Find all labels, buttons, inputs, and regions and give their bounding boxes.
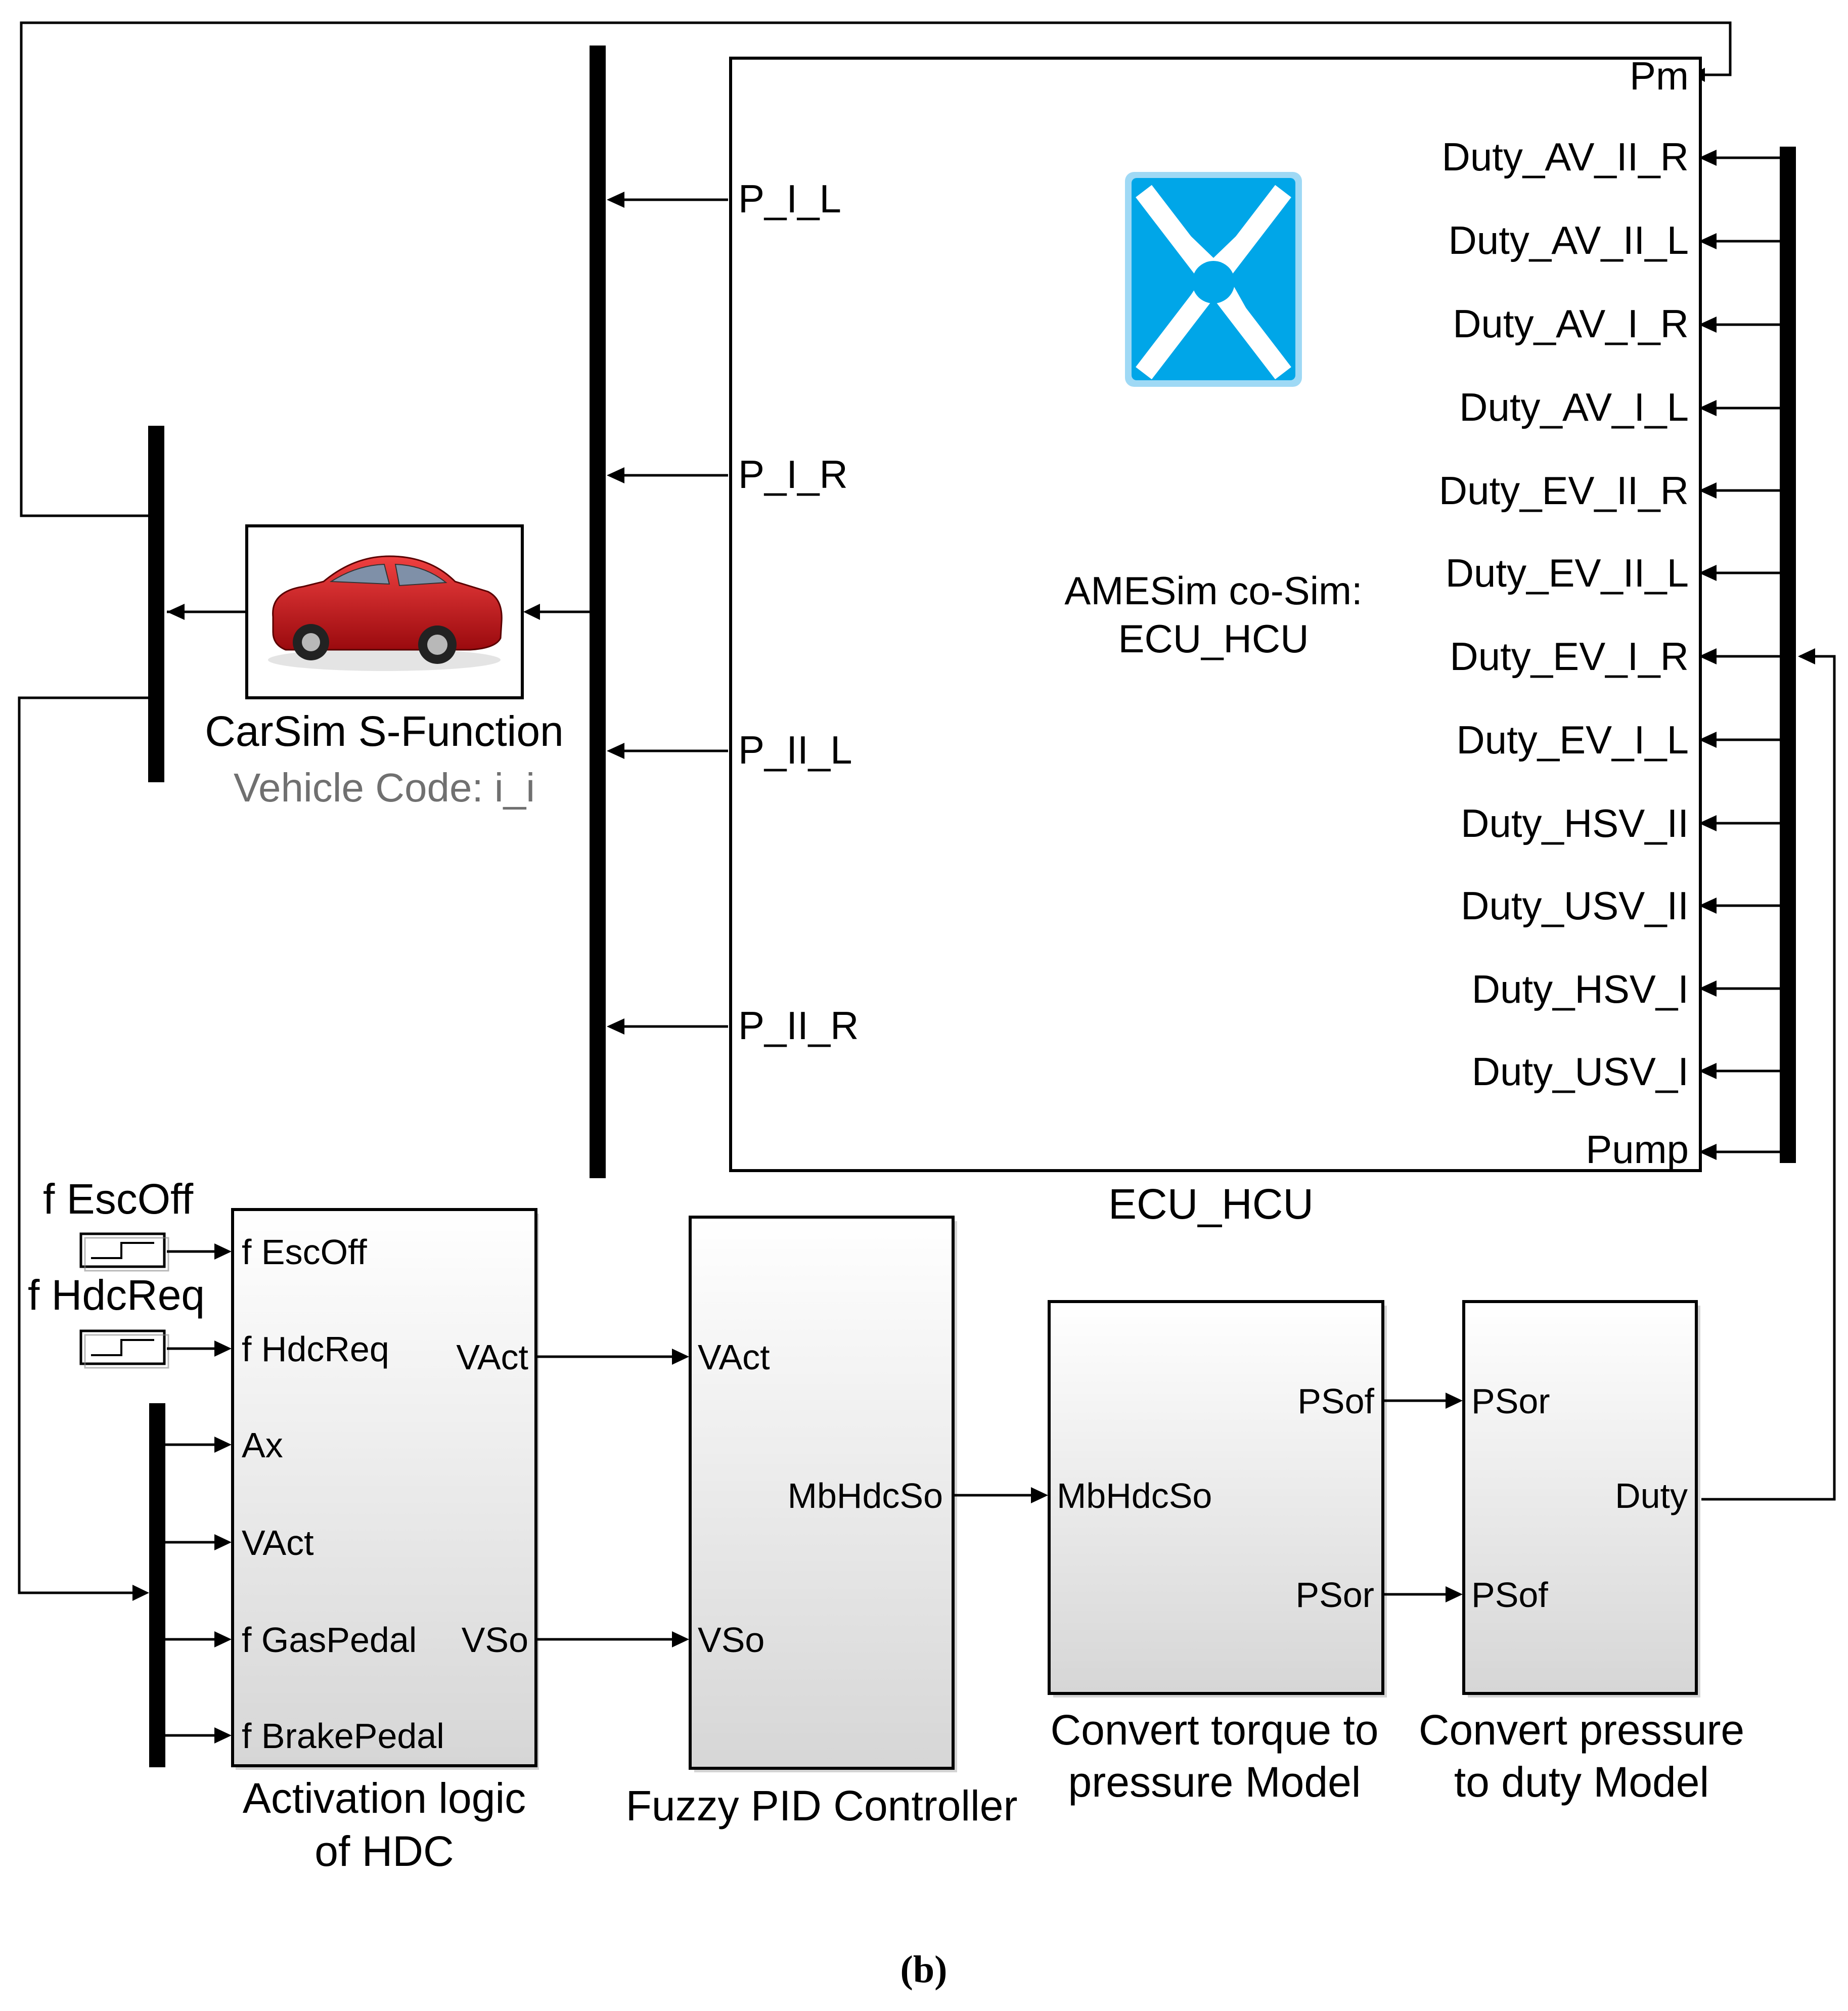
- step-icon: [91, 1339, 154, 1356]
- step-icon: [91, 1242, 154, 1259]
- torque-caption-2: pressure Model: [1068, 1758, 1361, 1806]
- ecu-in-duty-ev-ii-r: Duty_EV_II_R: [1439, 468, 1689, 513]
- ecu-in-duty-av-ii-l: Duty_AV_II_L: [1448, 218, 1689, 262]
- ecu-in-duty-av-ii-r: Duty_AV_II_R: [1442, 135, 1689, 179]
- duty-port-labels: PSor PSof Duty: [1471, 1381, 1688, 1615]
- arrow-duty-bus: [1798, 648, 1815, 664]
- wire-duty-to-bus: [1701, 655, 1836, 1501]
- ecu-in-pm: Pm: [1630, 54, 1689, 98]
- ecu-in-duty-usv-ii: Duty_USV_II: [1461, 883, 1689, 928]
- ecu-center-label-1: AMESim co-Sim:: [1064, 568, 1362, 613]
- ecu-in-duty-av-i-r: Duty_AV_I_R: [1453, 301, 1689, 346]
- wire-bus-to-activation: [18, 696, 154, 1594]
- carsim-vehicle-code: Vehicle Code: i_i: [234, 765, 535, 810]
- ecu-in-duty-ev-i-r: Duty_EV_I_R: [1450, 634, 1689, 679]
- fuzzy-out-mbhdcso: MbHdcSo: [788, 1476, 943, 1515]
- pressure-to-duty-block[interactable]: [1462, 1300, 1700, 1697]
- duty-bus-bar: [1780, 147, 1796, 1163]
- activation-logic-block[interactable]: [231, 1208, 539, 1770]
- activation-caption-2: of HDC: [314, 1827, 454, 1875]
- duty-in-psof: PSof: [1471, 1575, 1548, 1615]
- ecu-out-p-ii-r: P_II_R: [738, 1003, 859, 1048]
- ecu-in-duty-ev-ii-l: Duty_EV_II_L: [1446, 551, 1689, 595]
- act-in-vact: VAct: [242, 1523, 314, 1562]
- activation-port-labels: f EscOff f HdcReq Ax VAct f GasPedal f B…: [242, 1232, 528, 1756]
- ecu-caption: ECU_HCU: [1108, 1180, 1314, 1228]
- carsim-block[interactable]: [245, 524, 524, 699]
- act-out-vact: VAct: [456, 1337, 528, 1377]
- ecu-in-duty-ev-i-l: Duty_EV_I_L: [1456, 718, 1689, 762]
- ecu-out-p-i-l: P_I_L: [738, 176, 841, 221]
- activation-bus-wires: [165, 1437, 232, 1744]
- ecu-out-p-i-r: P_I_R: [738, 452, 848, 497]
- fuzzy-pid-block[interactable]: [689, 1216, 957, 1772]
- duty-out-duty: Duty: [1615, 1476, 1688, 1515]
- ecu-in-duty-usv-i: Duty_USV_I: [1472, 1049, 1689, 1094]
- duty-in-psor: PSor: [1471, 1381, 1550, 1421]
- torque-out-psor: PSor: [1295, 1575, 1374, 1615]
- step-label-hdcreq: f HdcReq: [28, 1271, 205, 1319]
- wire-pm-feedback: [20, 21, 1732, 517]
- fuzzy-in-vso: VSo: [698, 1620, 764, 1660]
- torque-in-mbhdcso: MbHdcSo: [1057, 1476, 1212, 1515]
- ecu-output-labels: P_I_L P_I_R P_II_L P_II_R: [738, 176, 859, 1048]
- figure-label: (b): [900, 1948, 948, 1991]
- act-in-escoff: f EscOff: [242, 1232, 367, 1272]
- ecu-in-duty-hsv-i: Duty_HSV_I: [1472, 967, 1689, 1011]
- step-label-escoff: f EscOff: [43, 1175, 194, 1223]
- duty-caption-1: Convert pressure: [1419, 1706, 1744, 1754]
- torque-port-labels: MbHdcSo PSof PSor: [1057, 1381, 1375, 1615]
- car-icon: [268, 555, 503, 671]
- arrow-activation-bus: [132, 1585, 149, 1601]
- step-block-hdcreq[interactable]: [79, 1329, 169, 1369]
- act-in-brakepedal: f BrakePedal: [242, 1716, 444, 1756]
- torque-to-pressure-block[interactable]: [1048, 1300, 1387, 1697]
- fuzzy-in-vact: VAct: [698, 1337, 770, 1377]
- ecu-out-p-ii-l: P_II_L: [738, 728, 852, 772]
- ecu-center-label-2: ECU_HCU: [1118, 616, 1309, 661]
- left-bus-bar: [148, 426, 164, 782]
- fuzzy-caption: Fuzzy PID Controller: [626, 1782, 1018, 1829]
- act-in-hdcreq: f HdcReq: [242, 1329, 389, 1369]
- arrow-bus-carsim: [523, 604, 540, 620]
- carsim-caption: CarSim S-Function: [205, 707, 564, 755]
- activation-bus-bar: [149, 1403, 165, 1767]
- duty-bus-wires: [1699, 150, 1780, 1160]
- ecu-in-duty-av-i-l: Duty_AV_I_L: [1459, 385, 1689, 429]
- duty-caption-2: to duty Model: [1454, 1758, 1709, 1806]
- step-block-escoff[interactable]: [79, 1232, 169, 1272]
- arrow-carsim-bus: [167, 604, 185, 620]
- act-out-vso: VSo: [462, 1620, 528, 1660]
- amesim-logo-icon: [1125, 172, 1302, 387]
- act-in-ax: Ax: [242, 1425, 283, 1465]
- torque-out-psof: PSof: [1297, 1381, 1374, 1421]
- activation-caption-1: Activation logic: [243, 1774, 526, 1822]
- ecu-output-wires: [607, 192, 728, 1035]
- ecu-input-labels: Pm Duty_AV_II_R Duty_AV_II_L Duty_AV_I_R…: [1439, 54, 1689, 1172]
- torque-caption-1: Convert torque to: [1050, 1706, 1378, 1754]
- fuzzy-port-labels: VAct VSo MbHdcSo: [698, 1337, 943, 1660]
- ecu-in-pump: Pump: [1586, 1127, 1689, 1172]
- pressure-bus-bar: [590, 46, 606, 1178]
- act-in-gaspedal: f GasPedal: [242, 1620, 417, 1660]
- ecu-in-duty-hsv-ii: Duty_HSV_II: [1461, 801, 1689, 845]
